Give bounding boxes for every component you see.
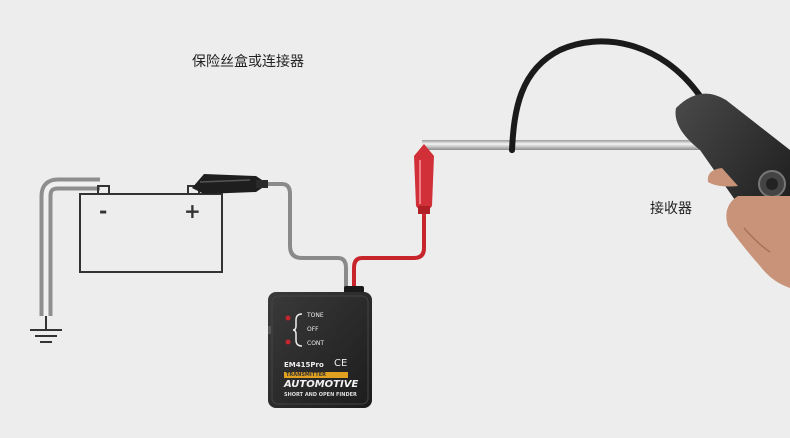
battery <box>79 185 223 273</box>
model-label: EM415Pro <box>284 361 324 369</box>
tone-label: TONE <box>307 312 324 319</box>
off-label: OFF <box>307 326 319 333</box>
battery-plus-label: + <box>184 199 201 223</box>
tagline-label: SHORT AND OPEN FINDER <box>284 392 357 398</box>
metal-rod <box>422 140 722 150</box>
brand-label: AUTOMOTIVE <box>284 379 359 390</box>
receiver-label: 接收器 <box>650 201 692 217</box>
fuse-box-label: 保险丝盒或连接器 <box>192 54 304 70</box>
red-wire <box>352 214 426 290</box>
alligator-clip-black-icon <box>192 174 268 194</box>
cont-label: CONT <box>307 340 325 347</box>
hand <box>707 168 790 288</box>
gray-wire <box>262 182 348 290</box>
alligator-clip-red-icon <box>414 144 434 216</box>
ground-symbol-icon <box>30 316 62 343</box>
battery-minus-label: - <box>99 199 108 223</box>
transmitter-badge: TRANSMITTER <box>286 372 326 378</box>
receiver-gooseneck <box>509 38 703 153</box>
tone-led-icon <box>285 315 291 321</box>
ground-pipe <box>39 177 100 316</box>
ce-mark: CE <box>334 358 348 369</box>
transmitter-device <box>268 286 372 408</box>
cont-led-icon <box>285 339 291 345</box>
